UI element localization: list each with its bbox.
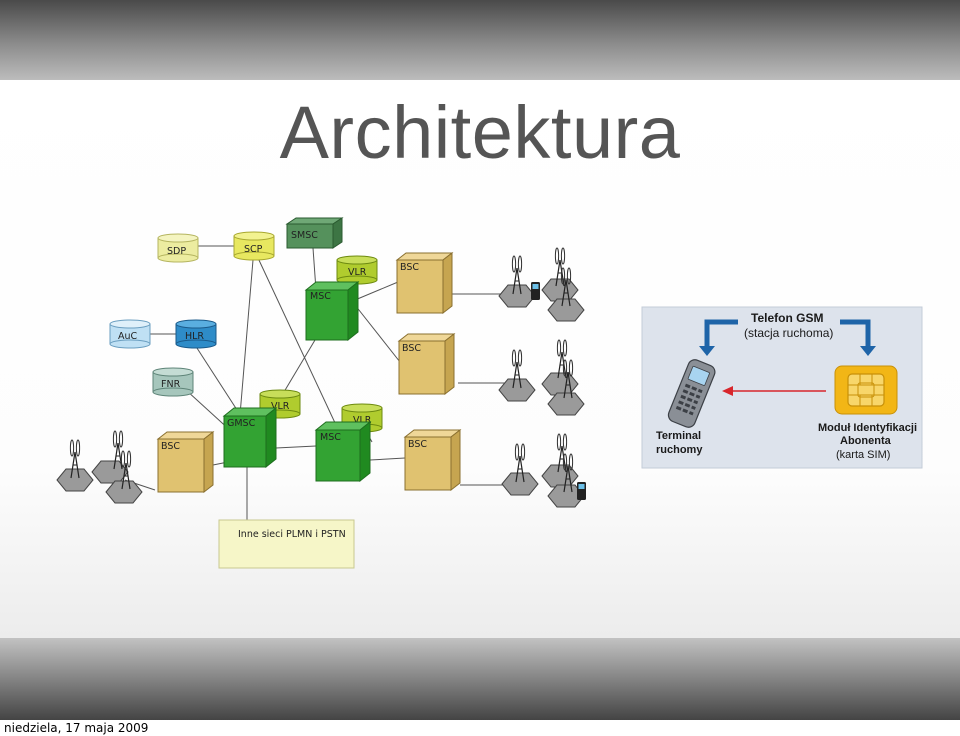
fnr-node: FNR xyxy=(152,367,194,397)
terminal-label-2: ruchomy xyxy=(656,444,703,456)
bsc-bottom-label: BSC xyxy=(408,439,427,450)
msc-top-label: MSC xyxy=(310,291,331,302)
bsc-left-node: BSC xyxy=(156,430,215,494)
vlr-gmsc-label: VLR xyxy=(271,401,290,412)
terminal-label-1: Terminal xyxy=(656,430,701,442)
other-networks-label: Inne sieci PLMN i PSTN xyxy=(238,529,346,540)
msc2-node: MSC xyxy=(314,420,372,483)
auc-label: AuC xyxy=(118,331,138,342)
sdp-node: SDP xyxy=(157,233,199,263)
msc-top-node: MSC xyxy=(304,280,360,342)
msc2-label: MSC xyxy=(320,432,341,443)
mobile-phone-icon xyxy=(577,482,586,500)
gsm-title: Telefon GSM xyxy=(751,311,823,325)
vlr-msc2-label: VLR xyxy=(353,415,372,426)
hlr-label: HLR xyxy=(185,331,204,342)
module-label-3: (karta SIM) xyxy=(836,449,890,461)
gsm-subtitle: (stacja ruchoma) xyxy=(744,326,833,340)
fnr-label: FNR xyxy=(161,379,181,390)
bsc-left-label: BSC xyxy=(161,441,180,452)
cell-cluster-top xyxy=(498,247,585,322)
hlr-node: HLR xyxy=(175,319,217,349)
scp-label: SCP xyxy=(244,244,263,255)
cell-cluster-left xyxy=(56,430,143,504)
vlr-top-node: VLR xyxy=(336,255,378,285)
smsc-node: SMSC xyxy=(285,217,344,249)
cell-cluster-mid xyxy=(498,339,585,416)
bottom-frame-band xyxy=(0,638,960,720)
bsc-mid-node: BSC xyxy=(397,332,456,396)
smsc-label: SMSC xyxy=(291,230,318,241)
cell-cluster-bottom xyxy=(501,433,586,508)
vlr-top-label: VLR xyxy=(348,267,367,278)
auc-node: AuC xyxy=(109,319,151,349)
other-networks-box: Inne sieci PLMN i PSTN xyxy=(218,519,355,569)
blue-arrow-icon xyxy=(699,319,738,356)
mobile-phone-icon xyxy=(667,359,716,428)
module-label-2: Abonenta xyxy=(840,435,892,447)
slide-title: Architektura xyxy=(279,91,681,174)
gmsc-label: GMSC xyxy=(227,418,256,429)
footer-date: niedziela, 17 maja 2009 xyxy=(4,721,149,735)
sim-card-icon xyxy=(834,365,898,415)
gsm-panel: Telefon GSM (stacja ruchoma) xyxy=(641,306,923,469)
bsc-bottom-node: BSC xyxy=(403,428,462,492)
top-frame-band xyxy=(0,0,960,80)
bsc-top-label: BSC xyxy=(400,262,419,273)
blue-arrow-icon xyxy=(840,319,876,356)
sdp-label: SDP xyxy=(167,246,186,257)
scp-node: SCP xyxy=(233,231,275,261)
module-label-1: Moduł Identyfikacji xyxy=(818,422,917,434)
mobile-phone-icon xyxy=(531,282,540,300)
bsc-top-node: BSC xyxy=(395,251,454,315)
gmsc-node: GMSC xyxy=(222,406,278,469)
bsc-mid-label: BSC xyxy=(402,343,421,354)
red-arrow-icon xyxy=(722,386,826,396)
